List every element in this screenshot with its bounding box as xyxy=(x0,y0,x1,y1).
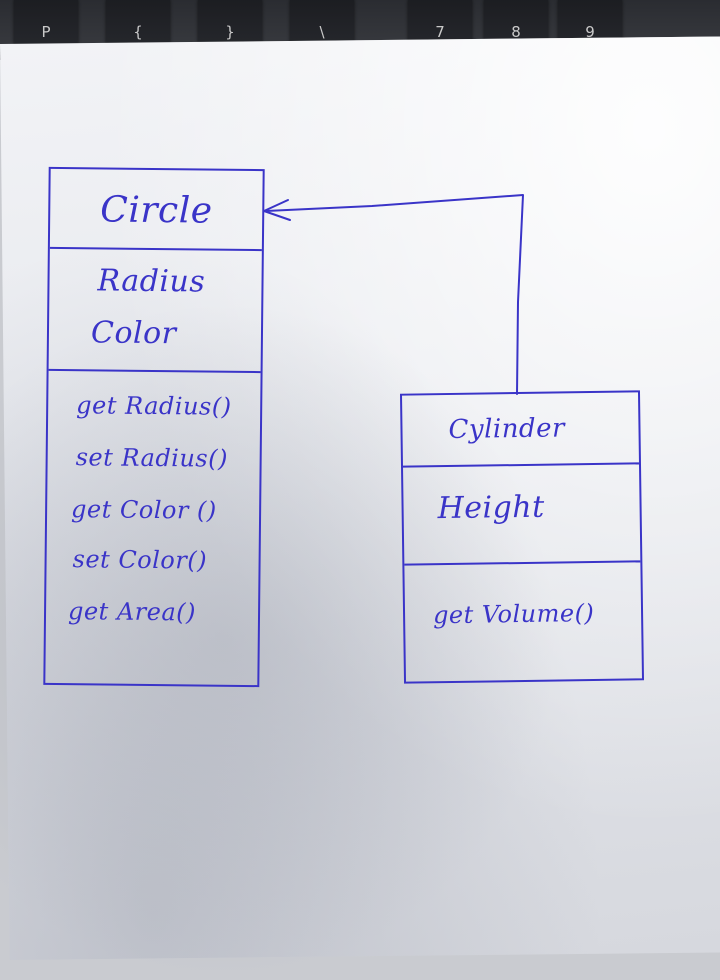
keyboard-key: P xyxy=(14,0,78,46)
keyboard-key: } xyxy=(198,0,262,46)
keyboard-edge: P { } \ 7 8 9 xyxy=(0,0,720,60)
inheritance-line xyxy=(265,194,524,395)
arrowhead-icon xyxy=(263,199,291,221)
keyboard-key: { xyxy=(106,0,170,46)
inheritance-connector xyxy=(263,194,524,395)
keyboard-key: \ xyxy=(290,0,354,46)
phone-shadow xyxy=(0,300,560,980)
